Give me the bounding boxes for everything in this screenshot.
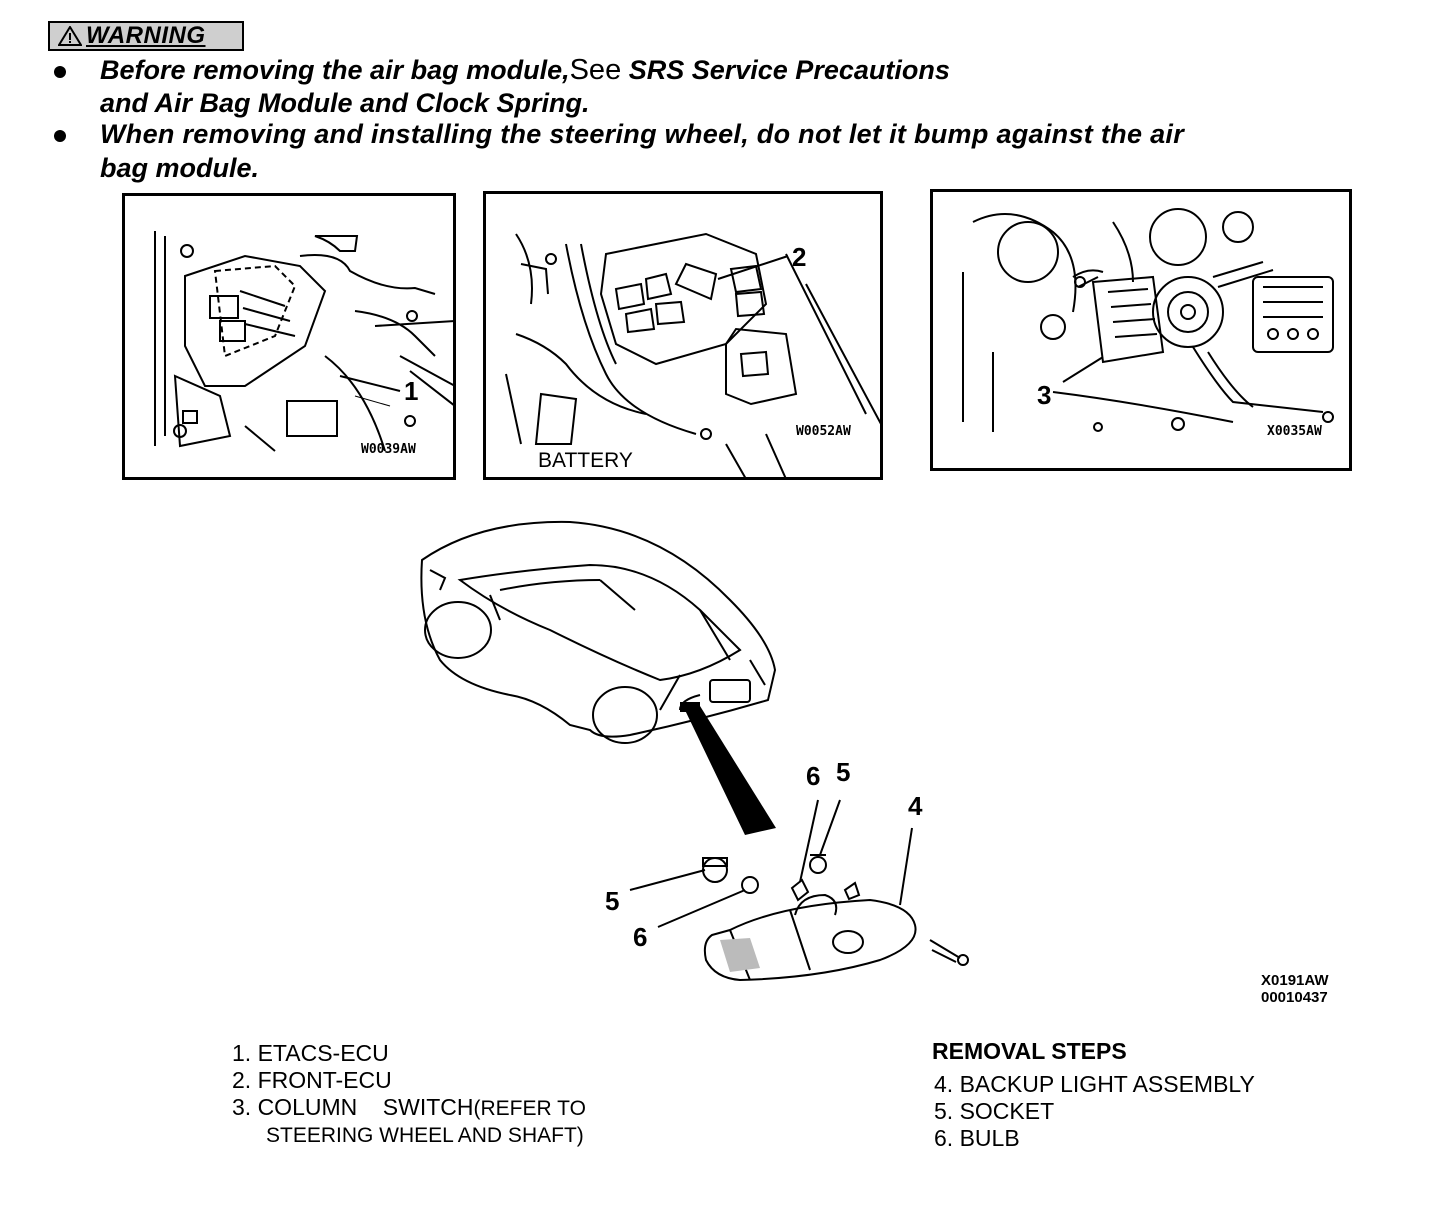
callout-bulb-6-lower: 6: [633, 922, 648, 952]
callout-number: 3: [1037, 380, 1052, 410]
warning-bullet2-line2: bag module.: [100, 153, 260, 183]
column-switch-illustration: [962, 208, 1334, 432]
front-ecu-illustration: [505, 232, 880, 477]
bullet-dot-icon: [54, 66, 66, 78]
figure-code: W0039AW: [361, 442, 416, 457]
figure-code: X0035AW: [1267, 424, 1322, 439]
figure-code: W0052AW: [796, 424, 851, 439]
legend-item-column-switch: 3. COLUMN SWITCH(REFER TO: [232, 1094, 586, 1120]
removal-step-bulb: 6. BULB: [934, 1125, 1020, 1151]
warning-bullet1-line1: Before removing the air bag module,See S…: [100, 54, 950, 86]
figure-panel-front-ecu: 2 W0052AW BATTERY: [483, 191, 883, 480]
etacs-ecu-illustration: [154, 231, 453, 452]
legend-item-front-ecu: 2. FRONT-ECU: [232, 1067, 392, 1093]
callout-bulb-6-upper: 6: [806, 761, 821, 791]
warning-label: WARNING: [86, 22, 206, 49]
callout-socket-5-upper: 5: [836, 757, 851, 787]
removal-step-socket: 5. SOCKET: [934, 1098, 1055, 1124]
warning-triangle-icon: [58, 26, 82, 46]
removal-step-backup-light-assembly: 4. BACKUP LIGHT ASSEMBLY: [934, 1071, 1255, 1097]
backup-light-main-illustration: [420, 520, 969, 982]
legend-item-etacs-ecu: 1. ETACS-ECU: [232, 1040, 389, 1066]
warning-bullet2-line1: When removing and installing the steerin…: [100, 119, 1185, 149]
warning-bullet1-line2: and Air Bag Module and Clock Spring.: [100, 88, 590, 118]
legend-list: 1. ETACS-ECU 2. FRONT-ECU 3. COLUMN SWIT…: [232, 1040, 586, 1149]
figure-code: X0191AW 00010437: [1261, 972, 1329, 1006]
removal-steps-title: REMOVAL STEPS: [932, 1038, 1127, 1064]
figure-panel-column-switch: 3 X0035AW: [930, 189, 1352, 471]
figure-panel-etacs-ecu: 1 W0039AW: [122, 193, 456, 480]
callout-number: 2: [792, 242, 807, 272]
callout-backup-light-assembly-4: 4: [908, 791, 923, 821]
callout-number: 1: [404, 376, 419, 406]
battery-label: BATTERY: [538, 449, 633, 472]
warning-badge: WARNING: [48, 21, 244, 51]
removal-steps-list: 4. BACKUP LIGHT ASSEMBLY 5. SOCKET 6. BU…: [934, 1071, 1255, 1152]
bullet-dot-icon: [54, 130, 66, 142]
legend-item-column-switch-ref: STEERING WHEEL AND SHAFT): [266, 1124, 584, 1147]
callout-socket-5-lower: 5: [605, 886, 620, 916]
